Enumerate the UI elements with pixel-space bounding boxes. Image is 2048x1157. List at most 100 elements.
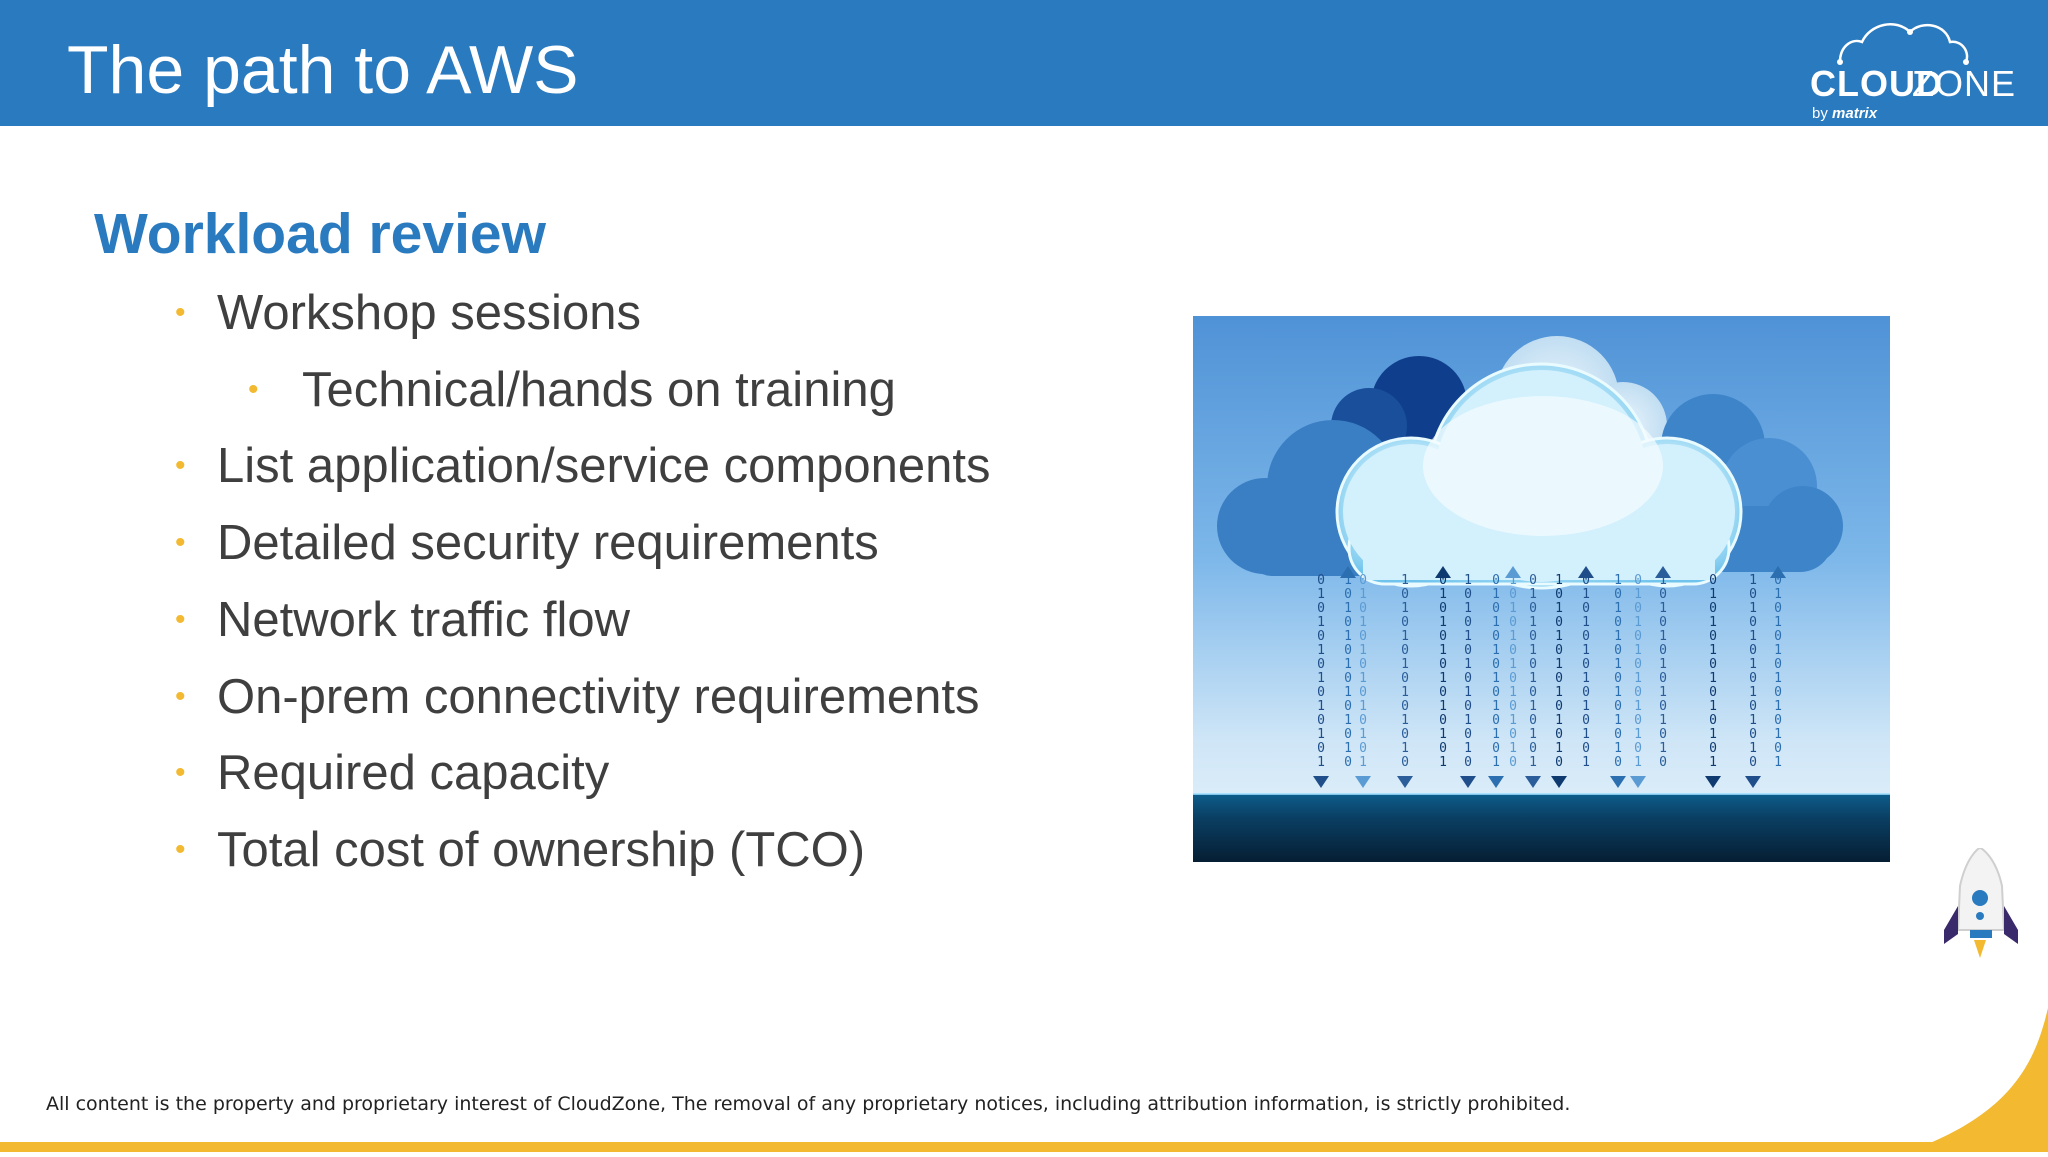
binary-digit: 0 — [1492, 573, 1500, 588]
binary-digit: 1 — [1582, 699, 1590, 714]
binary-digit: 0 — [1439, 573, 1447, 588]
binary-digit: 0 — [1509, 699, 1517, 714]
binary-digit: 1 — [1317, 727, 1325, 742]
arrow-up-icon — [1770, 566, 1786, 578]
binary-digit: 1 — [1509, 657, 1517, 672]
binary-digit: 0 — [1774, 629, 1782, 644]
binary-digit: 0 — [1439, 713, 1447, 728]
binary-digit: 0 — [1529, 601, 1537, 616]
arrow-down-icon — [1313, 776, 1329, 788]
bullet-text: Network traffic flow — [217, 593, 630, 647]
binary-digit: 0 — [1659, 615, 1667, 630]
binary-digit: 1 — [1709, 671, 1717, 686]
binary-digit: 0 — [1582, 685, 1590, 700]
binary-digit: 1 — [1359, 671, 1367, 686]
binary-digit: 1 — [1492, 615, 1500, 630]
binary-digit: 0 — [1317, 573, 1325, 588]
bullet-text: On-prem connectivity requirements — [217, 670, 980, 724]
bullet-dot-icon: • — [175, 833, 186, 866]
binary-digit: 0 — [1359, 741, 1367, 756]
slide-header: The path to AWS CLOUD ZONE by matrix — [0, 0, 2048, 126]
binary-digit: 1 — [1774, 643, 1782, 658]
binary-digit: 0 — [1529, 629, 1537, 644]
binary-digit: 0 — [1401, 643, 1409, 658]
binary-digit: 0 — [1634, 573, 1642, 588]
binary-digit: 1 — [1464, 601, 1472, 616]
binary-digit: 0 — [1749, 671, 1757, 686]
binary-digit: 1 — [1359, 587, 1367, 602]
binary-digit: 0 — [1774, 657, 1782, 672]
binary-digit: 0 — [1749, 587, 1757, 602]
binary-digit: 1 — [1344, 629, 1352, 644]
binary-digit: 1 — [1774, 699, 1782, 714]
binary-digit: 1 — [1317, 755, 1325, 770]
binary-digit: 1 — [1709, 615, 1717, 630]
binary-digit: 1 — [1401, 573, 1409, 588]
binary-digit: 0 — [1439, 657, 1447, 672]
binary-digit: 1 — [1492, 755, 1500, 770]
binary-digit: 0 — [1614, 699, 1622, 714]
binary-digit: 1 — [1464, 741, 1472, 756]
binary-digit: 1 — [1464, 685, 1472, 700]
binary-digit: 1 — [1464, 573, 1472, 588]
binary-digit: 1 — [1749, 573, 1757, 588]
arrow-down-icon — [1488, 776, 1504, 788]
binary-digit: 0 — [1614, 671, 1622, 686]
binary-digit: 0 — [1529, 657, 1537, 672]
binary-digit: 0 — [1359, 713, 1367, 728]
binary-digit: 0 — [1529, 741, 1537, 756]
binary-digit: 1 — [1401, 741, 1409, 756]
binary-digit: 0 — [1555, 755, 1563, 770]
binary-digit: 1 — [1749, 713, 1757, 728]
arrow-down-icon — [1745, 776, 1761, 788]
binary-digit: 1 — [1659, 573, 1667, 588]
binary-digit: 1 — [1659, 713, 1667, 728]
binary-digit: 0 — [1555, 587, 1563, 602]
binary-digit: 1 — [1439, 615, 1447, 630]
binary-digit: 1 — [1529, 671, 1537, 686]
binary-digit: 1 — [1749, 629, 1757, 644]
binary-digit: 1 — [1774, 587, 1782, 602]
binary-digit: 1 — [1509, 685, 1517, 700]
binary-digit: 0 — [1492, 629, 1500, 644]
binary-digit: 0 — [1492, 601, 1500, 616]
bottom-accent-bar — [0, 1142, 2048, 1152]
binary-digit: 1 — [1709, 727, 1717, 742]
binary-digit: 1 — [1439, 671, 1447, 686]
bullet-item: • Total cost of ownership (TCO) — [175, 820, 866, 880]
binary-digit: 1 — [1529, 727, 1537, 742]
binary-digit: 1 — [1634, 699, 1642, 714]
bullet-text: Total cost of ownership (TCO) — [217, 823, 866, 877]
arrow-down-icon — [1355, 776, 1371, 788]
binary-digit: 0 — [1774, 573, 1782, 588]
binary-digit: 0 — [1634, 713, 1642, 728]
binary-digit: 0 — [1614, 755, 1622, 770]
binary-digit: 1 — [1774, 615, 1782, 630]
binary-digit: 0 — [1582, 713, 1590, 728]
binary-digit: 0 — [1439, 685, 1447, 700]
arrow-up-icon — [1435, 566, 1451, 578]
binary-digit: 0 — [1749, 615, 1757, 630]
binary-digit: 1 — [1359, 615, 1367, 630]
arrow-down-icon — [1397, 776, 1413, 788]
binary-digit: 0 — [1614, 727, 1622, 742]
binary-digit: 1 — [1529, 643, 1537, 658]
binary-digit: 0 — [1359, 657, 1367, 672]
bullet-text: Workshop sessions — [217, 286, 641, 340]
binary-digit: 0 — [1749, 699, 1757, 714]
binary-digit: 0 — [1774, 685, 1782, 700]
binary-digit: 0 — [1659, 643, 1667, 658]
binary-digit: 0 — [1529, 713, 1537, 728]
binary-digit: 0 — [1401, 699, 1409, 714]
binary-digit: 1 — [1401, 713, 1409, 728]
binary-digit: 1 — [1634, 587, 1642, 602]
binary-digit: 1 — [1555, 685, 1563, 700]
bullet-item: •Workshop sessions — [175, 283, 641, 343]
binary-digit: 0 — [1317, 713, 1325, 728]
binary-digit: 0 — [1439, 601, 1447, 616]
binary-digit: 0 — [1464, 671, 1472, 686]
binary-digit: 1 — [1582, 755, 1590, 770]
binary-digit: 0 — [1634, 601, 1642, 616]
bullet-item: •Detailed security requirements — [175, 513, 879, 573]
binary-digit: 1 — [1774, 671, 1782, 686]
